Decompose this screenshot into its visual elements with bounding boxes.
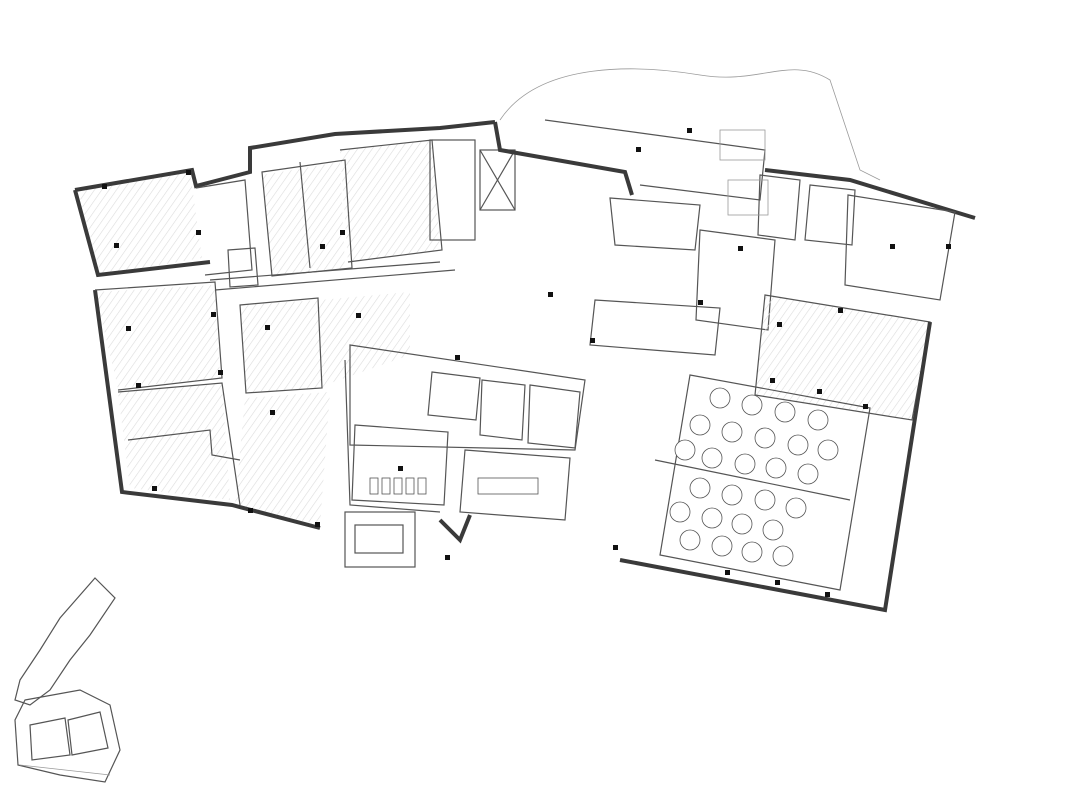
bed-row [369, 477, 427, 495]
banquet-tables [669, 387, 839, 567]
central-zone [344, 197, 721, 568]
ballroom [619, 294, 932, 613]
site-boundary [499, 68, 881, 181]
key-plan [14, 577, 121, 783]
conference-table [477, 477, 539, 495]
core-block [429, 121, 634, 241]
upper-right-zone [544, 119, 976, 331]
structural-columns [102, 128, 951, 597]
left-wing [73, 120, 496, 530]
